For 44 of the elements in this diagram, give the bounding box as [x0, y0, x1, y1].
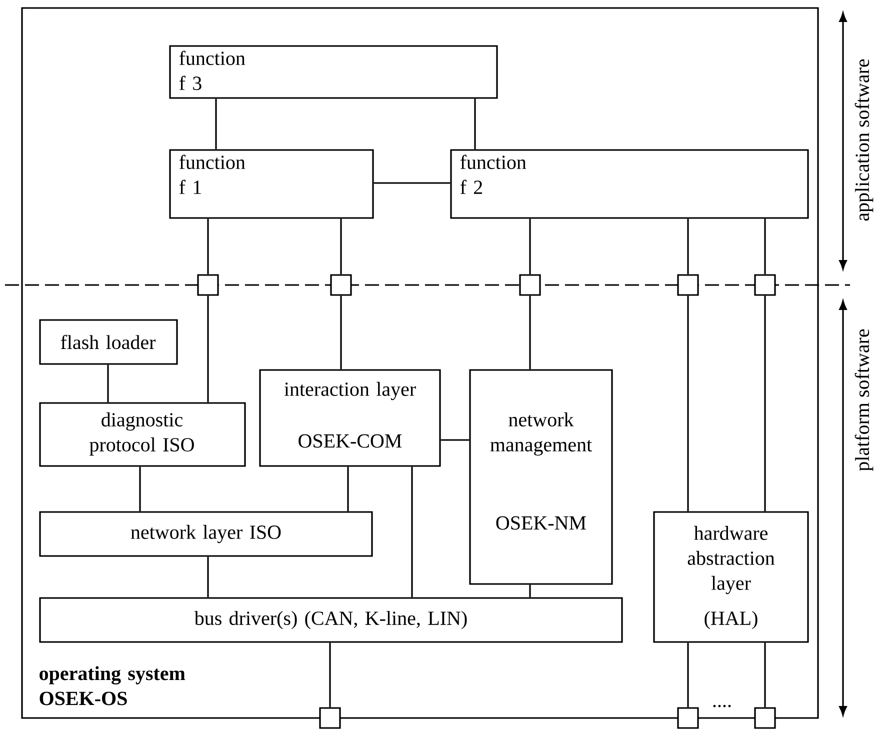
connector-line: [529, 218, 531, 274]
layer-box: network management OSEK-NM: [469, 369, 613, 585]
connector-line: [764, 218, 766, 274]
port-square: [197, 274, 219, 296]
connector-line: [529, 584, 531, 598]
port-square: [677, 274, 699, 296]
connector-line: [107, 364, 109, 402]
connector-line: [340, 296, 342, 370]
connector-line: [687, 642, 689, 708]
connector-line: [207, 556, 209, 598]
connector-line: [207, 296, 209, 402]
connector-line: [529, 296, 531, 370]
layer-box: interaction layer OSEK-COM: [259, 369, 441, 467]
layer-box: flash loader: [39, 319, 178, 365]
connector-line: [329, 642, 331, 708]
connector-line: [374, 182, 450, 184]
function-box: function f 3: [169, 45, 498, 99]
connector-line: [440, 439, 470, 441]
connector-line: [207, 218, 209, 274]
function-box: function f 2: [450, 149, 809, 219]
connector-line: [340, 218, 342, 274]
layer-box: network layer ISO: [39, 511, 373, 557]
port-square: [754, 274, 776, 296]
layer-box: diagnostic protocol ISO: [39, 402, 246, 467]
connector-line: [687, 218, 689, 274]
port-square: [677, 707, 699, 729]
port-square: [519, 274, 541, 296]
connector-line: [764, 296, 766, 512]
connector-line: [411, 466, 413, 598]
connector-line: [687, 296, 689, 512]
function-box: function f 1: [169, 149, 374, 219]
port-square: [330, 274, 352, 296]
connector-line: [215, 98, 217, 150]
connector-line: [347, 466, 349, 512]
port-square: [319, 707, 341, 729]
layer-box: bus driver(s) (CAN, K-line, LIN): [39, 597, 623, 643]
connector-line: [474, 98, 476, 150]
ellipsis-label: ....: [713, 704, 731, 708]
connector-line: [764, 642, 766, 708]
layer-box: hardware abstraction layer (HAL): [653, 511, 809, 643]
port-square: [754, 707, 776, 729]
connector-line: [139, 466, 141, 512]
side-label: platform software: [854, 329, 874, 472]
side-label: application software: [854, 59, 874, 221]
